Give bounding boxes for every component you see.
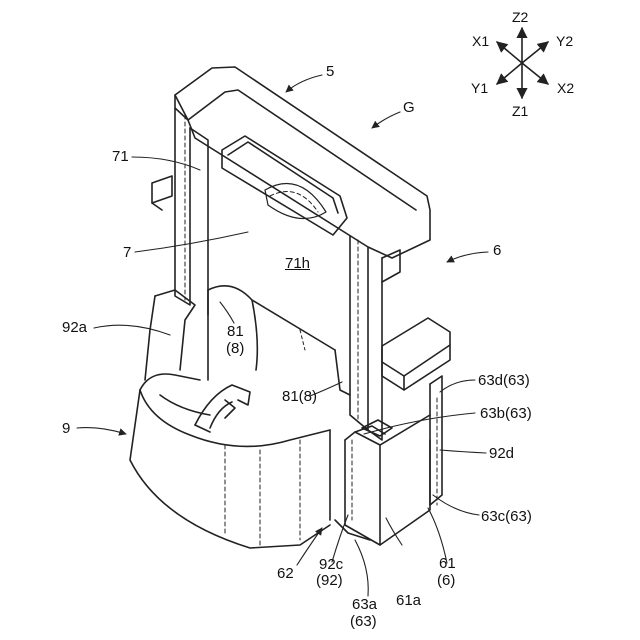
axis-label-y1: Y1 — [471, 81, 488, 95]
axis-label-z1: Z1 — [512, 104, 528, 118]
axis-label-x2: X2 — [557, 81, 574, 95]
left-post — [152, 108, 208, 315]
front-block-61 — [335, 415, 430, 545]
x2-arrow — [522, 63, 548, 84]
right-post — [350, 236, 400, 440]
ref-label-92a: 92a — [62, 320, 87, 335]
ref-label-81: 81 — [227, 324, 244, 339]
ref-label-62: 62 — [277, 566, 294, 581]
ref-label-g: G — [403, 100, 415, 115]
leader-lines — [77, 75, 488, 596]
axis-label-y2: Y2 — [556, 34, 573, 48]
ref-label-6-paren: (6) — [437, 573, 455, 588]
ref-label-92: (92) — [316, 573, 343, 588]
ref-label-92c: 92c — [319, 557, 343, 572]
ref-label-63a: 63a — [352, 597, 377, 612]
ref-label-71h: 71h — [285, 256, 310, 271]
ref-label-9: 9 — [62, 421, 70, 436]
ref-label-5: 5 — [326, 64, 334, 79]
ref-label-7: 7 — [123, 245, 131, 260]
ref-label-6: 6 — [493, 243, 501, 258]
top-frame-71 — [175, 67, 430, 258]
ref-label-63b: 63b(63) — [480, 406, 532, 421]
ref-label-71: 71 — [112, 149, 129, 164]
ref-label-63: (63) — [350, 614, 377, 629]
ref-label-8: (8) — [226, 341, 244, 356]
axis-label-z2: Z2 — [512, 10, 528, 24]
axis-label-x1: X1 — [472, 34, 489, 48]
axis-indicator — [497, 28, 548, 98]
inner-hook — [195, 385, 250, 432]
right-flange — [382, 318, 450, 505]
ref-label-81-8: 81(8) — [282, 389, 317, 404]
y2-arrow — [522, 42, 548, 63]
ref-label-63c: 63c(63) — [481, 509, 532, 524]
ref-label-61a: 61a — [396, 593, 421, 608]
ref-label-63d: 63d(63) — [478, 373, 530, 388]
ref-label-92d: 92d — [489, 446, 514, 461]
x1-arrow — [497, 42, 522, 63]
ref-label-61: 61 — [439, 556, 456, 571]
y1-arrow — [497, 63, 522, 84]
